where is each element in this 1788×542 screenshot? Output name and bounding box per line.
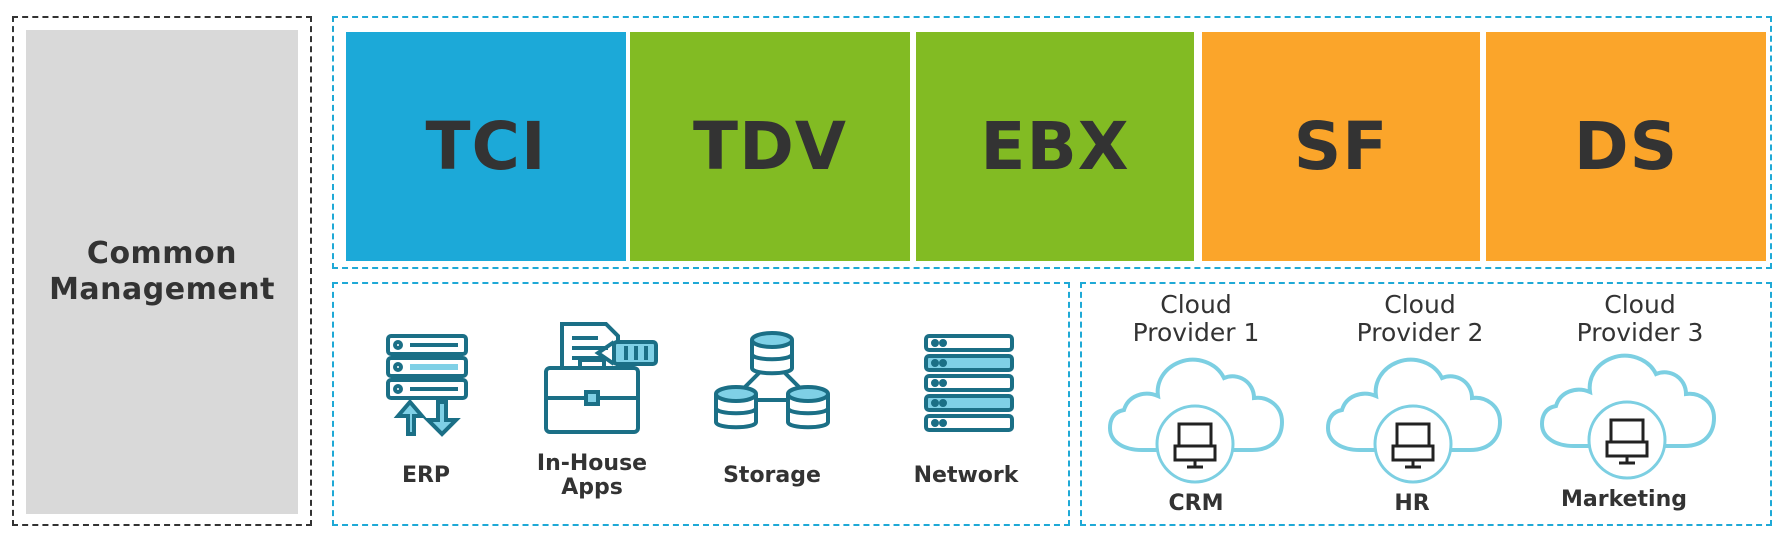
computer-icon [1587, 400, 1667, 480]
product-block-sf: SF [1202, 32, 1480, 261]
onprem-label-erp: ERP [401, 463, 451, 488]
common-management-frame [12, 16, 312, 526]
on-prem-frame [332, 282, 1070, 526]
product-block-ds: DS [1486, 32, 1766, 261]
product-block-tdv: TDV [630, 32, 910, 261]
cloud-icon [1539, 353, 1717, 448]
onprem-label-network: Network [913, 463, 1019, 488]
onprem-label-inhouse-line2: Apps [561, 475, 623, 500]
management-line1: Common [86, 236, 238, 271]
product-block-ebx: EBX [916, 32, 1194, 261]
cloud-provider-3-line1: Cloud [1604, 290, 1676, 319]
cloud-icon [1107, 357, 1285, 452]
product-label: SF [1293, 108, 1389, 185]
cloud-frame [1080, 282, 1772, 526]
cloud-icon [1325, 357, 1503, 452]
server-transfer-icon [386, 334, 468, 437]
product-label: EBX [980, 108, 1130, 185]
product-label: TCI [425, 108, 547, 185]
product-block-tci: TCI [346, 32, 626, 261]
common-management-block: Common Management [26, 30, 298, 514]
management-line2: Management [49, 272, 275, 307]
cloud-provider-3-line2: Provider 3 [1576, 318, 1704, 347]
briefcase-documents-icon [544, 322, 658, 434]
cloud-app-marketing: Marketing [1560, 487, 1688, 512]
onprem-label-storage: Storage [723, 463, 821, 488]
cloud-app-hr: HR [1394, 491, 1430, 516]
computer-icon [1373, 404, 1453, 484]
database-cluster-icon [714, 331, 830, 430]
cloud-provider-2-line1: Cloud [1384, 290, 1456, 319]
cloud-provider-1-line2: Provider 1 [1132, 318, 1260, 347]
product-label: DS [1573, 108, 1679, 185]
cloud-app-crm: CRM [1168, 491, 1224, 516]
cloud-provider-1-line1: Cloud [1160, 290, 1232, 319]
products-frame [332, 16, 1772, 269]
network-rack-icon [924, 334, 1014, 432]
cloud-provider-2-line2: Provider 2 [1356, 318, 1484, 347]
product-label: TDV [693, 108, 847, 185]
onprem-label-inhouse-line1: In-House [536, 451, 648, 476]
computer-icon [1155, 404, 1235, 484]
